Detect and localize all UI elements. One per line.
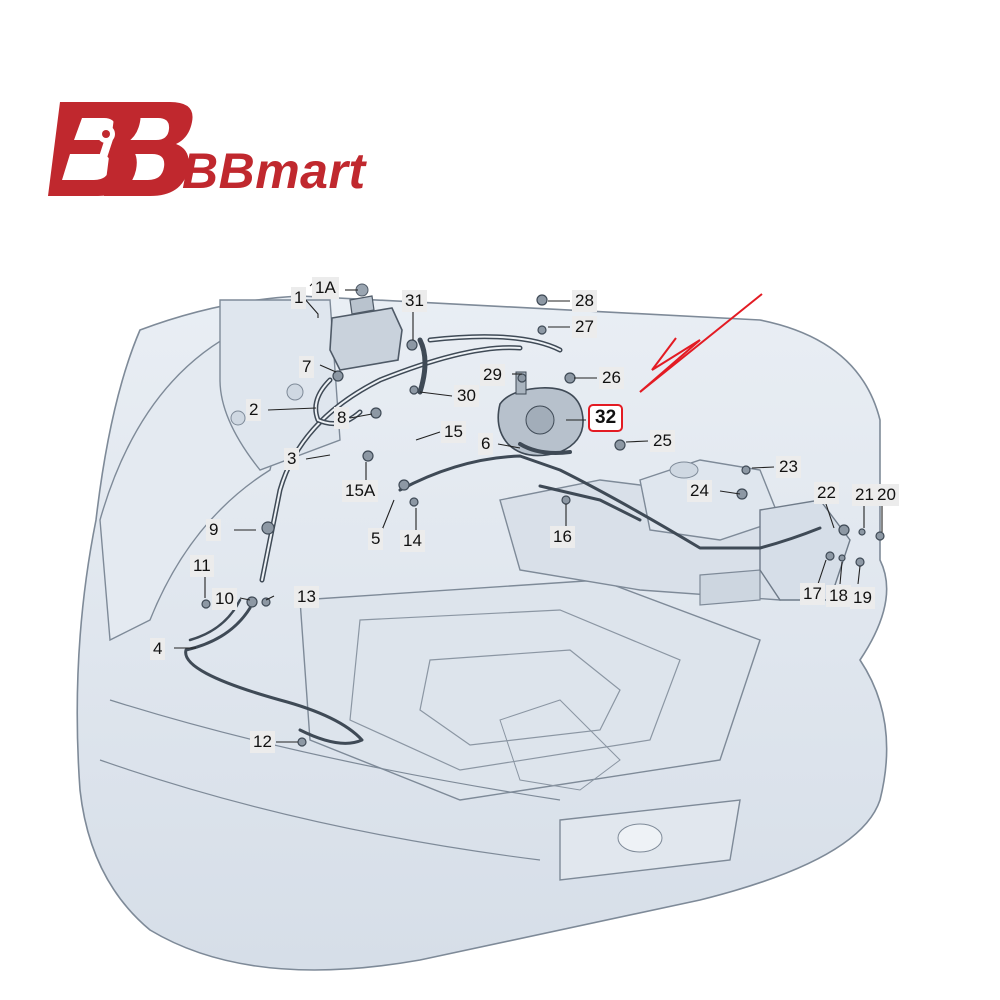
callout-10[interactable]: 10 bbox=[212, 588, 237, 610]
callout-2[interactable]: 2 bbox=[246, 399, 262, 421]
line-6 bbox=[518, 442, 572, 455]
callout-8[interactable]: 8 bbox=[334, 407, 350, 429]
callout-4[interactable]: 4 bbox=[150, 638, 166, 660]
wrench-icon bbox=[97, 125, 115, 163]
callout-15a[interactable]: 15A bbox=[342, 480, 379, 502]
callout-29[interactable]: 29 bbox=[480, 364, 505, 386]
fog-light bbox=[617, 823, 663, 853]
callout-11[interactable]: 11 bbox=[190, 555, 214, 577]
callout-19[interactable]: 19 bbox=[850, 587, 875, 609]
callout-27[interactable]: 27 bbox=[572, 316, 597, 338]
callout-23[interactable]: 23 bbox=[776, 456, 801, 478]
fluid-reservoir bbox=[329, 307, 403, 371]
left-fender bbox=[99, 329, 301, 642]
callout-18[interactable]: 18 bbox=[826, 585, 851, 607]
callout-22[interactable]: 22 bbox=[814, 482, 839, 504]
callout-25[interactable]: 25 bbox=[650, 430, 675, 452]
callout-24[interactable]: 24 bbox=[687, 480, 712, 502]
callout-1a[interactable]: 1A bbox=[312, 277, 339, 299]
car-body-outline bbox=[76, 295, 888, 971]
callout-3[interactable]: 3 bbox=[284, 448, 300, 470]
callout-13[interactable]: 13 bbox=[294, 586, 319, 608]
callout-26[interactable]: 26 bbox=[599, 367, 624, 389]
callout-15[interactable]: 15 bbox=[441, 421, 466, 443]
callout-6[interactable]: 6 bbox=[478, 433, 494, 455]
power-steering-pump bbox=[497, 387, 584, 457]
callout-5[interactable]: 5 bbox=[368, 528, 384, 550]
callout-1[interactable]: 1 bbox=[291, 287, 307, 309]
callout-9[interactable]: 9 bbox=[206, 519, 222, 541]
line-4 bbox=[184, 606, 364, 745]
callout-20[interactable]: 20 bbox=[874, 484, 899, 506]
subframe bbox=[499, 479, 821, 601]
bbmart-logo-mark bbox=[48, 102, 193, 196]
callout-28[interactable]: 28 bbox=[572, 290, 597, 312]
hose-31 bbox=[417, 337, 428, 395]
callout-16[interactable]: 16 bbox=[550, 526, 575, 548]
brand-name: BBmart bbox=[182, 143, 366, 199]
callout-17[interactable]: 17 bbox=[800, 583, 825, 605]
callout-32[interactable]: 32 bbox=[588, 404, 624, 432]
callout-31[interactable]: 31 bbox=[402, 290, 427, 312]
hose-upper bbox=[427, 334, 563, 353]
red-arrow-icon bbox=[639, 293, 763, 393]
callout-21[interactable]: 21 bbox=[852, 484, 877, 506]
wheel-housing bbox=[219, 299, 341, 471]
line-5 bbox=[398, 454, 822, 550]
callout-30[interactable]: 30 bbox=[454, 385, 479, 407]
rack-boot bbox=[538, 484, 642, 522]
callout-14[interactable]: 14 bbox=[400, 530, 425, 552]
underbody-panel bbox=[299, 579, 761, 801]
lower-grille bbox=[559, 799, 741, 881]
callout-12[interactable]: 12 bbox=[250, 731, 275, 753]
callout-7[interactable]: 7 bbox=[299, 356, 315, 378]
